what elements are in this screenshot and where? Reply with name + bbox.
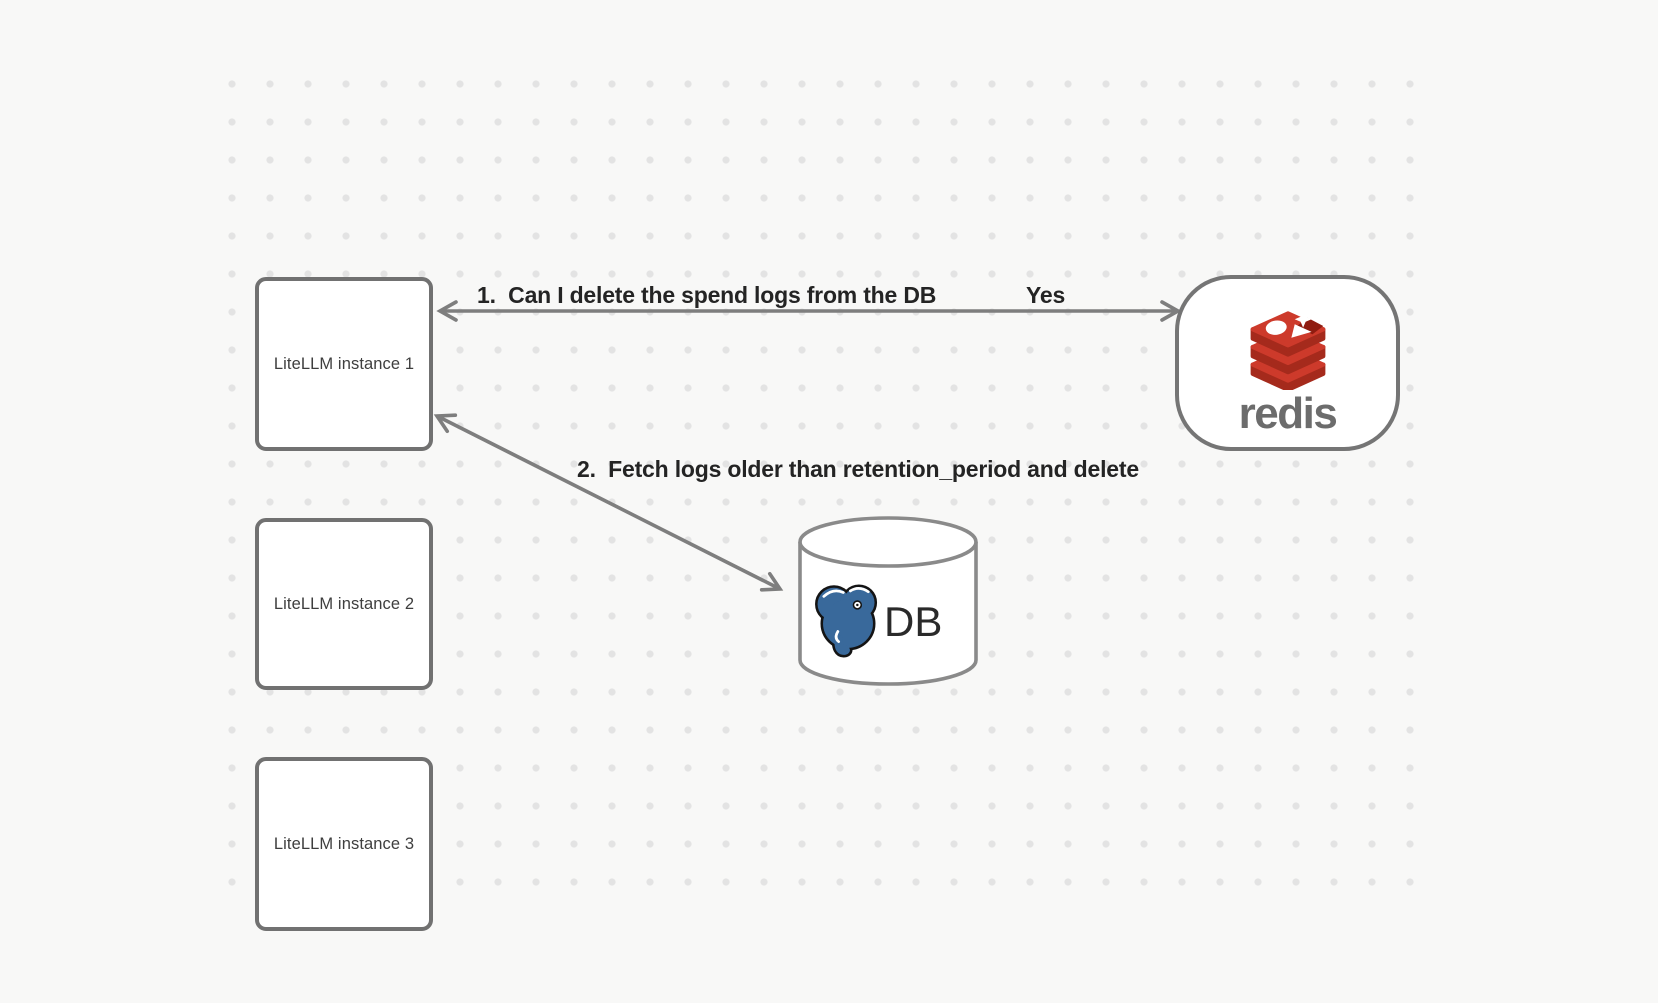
redis-stack-icon [1250, 310, 1325, 390]
node-label: LiteLLM instance 3 [273, 834, 415, 853]
edge1-label: 1. Can I delete the spend logs from the … [477, 282, 937, 308]
edge1-response-label: Yes [1026, 282, 1066, 308]
redis-wordmark: redis [1238, 389, 1338, 438]
node-label: LiteLLM instance 1 [273, 354, 415, 373]
edge2-label: 2. Fetch logs older than retention_perio… [577, 456, 1139, 482]
node-litellm-instance-3[interactable]: LiteLLM instance 3 [255, 757, 433, 931]
node-litellm-instance-2[interactable]: LiteLLM instance 2 [255, 518, 433, 690]
node-label: LiteLLM instance 2 [273, 594, 415, 613]
database-label: DB [884, 598, 943, 645]
postgresql-elephant-icon [815, 584, 878, 658]
node-redis[interactable]: redis [1175, 275, 1400, 451]
node-litellm-instance-1[interactable]: LiteLLM instance 1 [255, 277, 433, 451]
edge-fetch-and-delete[interactable] [433, 413, 784, 592]
